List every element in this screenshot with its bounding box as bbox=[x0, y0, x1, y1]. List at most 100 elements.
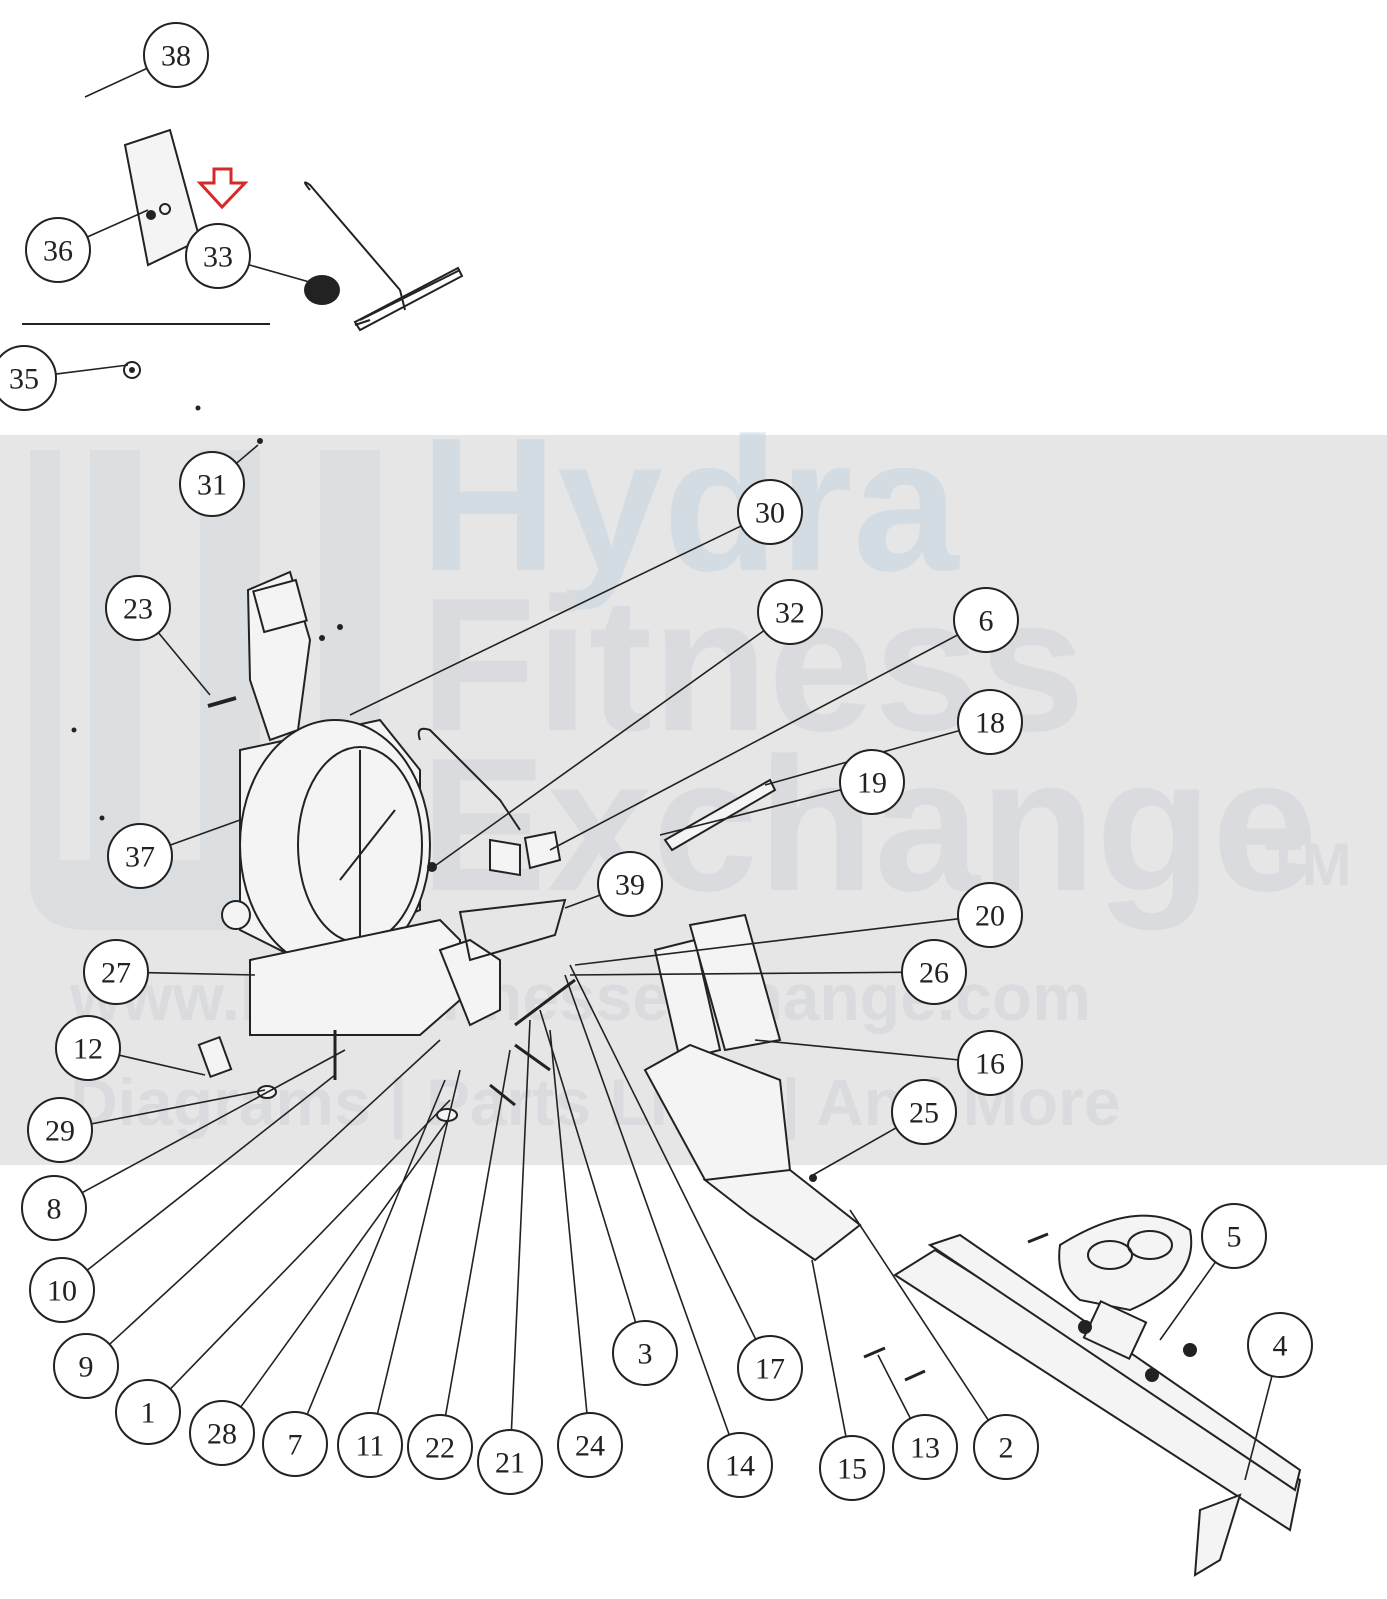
callout-circle bbox=[957, 882, 1023, 948]
callout-35: 35 bbox=[0, 345, 57, 411]
leader-line-29 bbox=[91, 1089, 266, 1125]
part-35-washer bbox=[123, 361, 141, 379]
callout-circle bbox=[901, 939, 967, 1005]
callout-number: 5 bbox=[1227, 1221, 1242, 1254]
leader-line-10 bbox=[86, 1074, 336, 1271]
callout-circle bbox=[891, 1079, 957, 1145]
callout-18: 18 bbox=[957, 689, 1023, 755]
callout-28: 28 bbox=[189, 1400, 255, 1466]
callout-circle bbox=[262, 1411, 328, 1477]
leader-line-21 bbox=[510, 1019, 531, 1431]
callout-circle bbox=[115, 1379, 181, 1445]
callout-number: 14 bbox=[725, 1450, 755, 1483]
leader-line-3 bbox=[539, 1009, 637, 1323]
callout-1: 1 bbox=[115, 1379, 181, 1445]
callout-circle bbox=[83, 939, 149, 1005]
part-36-hole bbox=[159, 203, 171, 215]
leader-line-6 bbox=[549, 634, 959, 851]
callout-15: 15 bbox=[819, 1435, 885, 1501]
part-13-bolt bbox=[863, 1346, 886, 1359]
dot bbox=[71, 727, 77, 733]
rail-leg bbox=[1193, 1493, 1242, 1577]
bolt bbox=[1027, 1232, 1049, 1244]
callout-circle bbox=[107, 823, 173, 889]
callout-number: 28 bbox=[207, 1418, 237, 1451]
callout-circle bbox=[737, 479, 803, 545]
callout-number: 7 bbox=[288, 1429, 303, 1462]
leader-line-7 bbox=[306, 1079, 446, 1415]
callout-number: 37 bbox=[125, 841, 155, 874]
callout-8: 8 bbox=[21, 1175, 87, 1241]
callout-33: 33 bbox=[185, 223, 251, 289]
callout-circle bbox=[953, 587, 1019, 653]
dot bbox=[99, 815, 105, 821]
pull-handle-cable bbox=[417, 727, 521, 831]
callout-number: 39 bbox=[615, 869, 645, 902]
flywheel-arm bbox=[339, 809, 396, 881]
callout-circle bbox=[1247, 1312, 1313, 1378]
callout-38: 38 bbox=[143, 22, 209, 88]
part-35-center bbox=[129, 367, 135, 373]
callout-circle bbox=[0, 345, 57, 411]
front-wheel bbox=[221, 900, 251, 930]
callout-circle bbox=[25, 217, 91, 283]
part-31-screw bbox=[257, 438, 263, 444]
leader-line-16 bbox=[754, 1039, 959, 1061]
part-14-axle bbox=[514, 978, 576, 1027]
leader-line-11 bbox=[376, 1069, 461, 1415]
callout-circle bbox=[185, 223, 251, 289]
bolt bbox=[319, 635, 325, 641]
callout-number: 2 bbox=[999, 1432, 1014, 1465]
leader-line-25 bbox=[812, 1127, 897, 1176]
callout-circle bbox=[957, 689, 1023, 755]
callout-39: 39 bbox=[597, 851, 663, 917]
callout-31: 31 bbox=[179, 451, 245, 517]
callout-number: 9 bbox=[79, 1351, 94, 1384]
dot bbox=[195, 405, 201, 411]
roller bbox=[1078, 1320, 1092, 1334]
leader-line-5 bbox=[1159, 1261, 1217, 1341]
leader-line-23 bbox=[157, 632, 211, 696]
callout-number: 25 bbox=[909, 1097, 939, 1130]
top-parts bbox=[22, 128, 464, 444]
callout-circle bbox=[105, 575, 171, 641]
callout-circle bbox=[143, 22, 209, 88]
leader-line-8 bbox=[81, 1049, 346, 1194]
callout-circle bbox=[1201, 1203, 1267, 1269]
callout-number: 17 bbox=[755, 1353, 785, 1386]
callout-number: 27 bbox=[101, 957, 131, 990]
callout-number: 30 bbox=[755, 497, 785, 530]
rail-connector bbox=[438, 938, 501, 1027]
roller bbox=[1145, 1368, 1159, 1382]
leader-line-27 bbox=[147, 971, 256, 976]
callout-19: 19 bbox=[839, 749, 905, 815]
footplate-left bbox=[653, 938, 722, 1062]
callout-30: 30 bbox=[737, 479, 803, 545]
callout-27: 27 bbox=[83, 939, 149, 1005]
part-36-screw bbox=[146, 210, 156, 220]
callout-number: 11 bbox=[356, 1430, 385, 1463]
callout-17: 17 bbox=[737, 1335, 803, 1401]
callout-circle bbox=[557, 1412, 623, 1478]
leader-line-13 bbox=[877, 1354, 912, 1419]
callout-number: 23 bbox=[123, 593, 153, 626]
part-19-rod bbox=[663, 778, 777, 852]
callout-25: 25 bbox=[891, 1079, 957, 1145]
callout-circle bbox=[957, 1030, 1023, 1096]
watermark-brand-line-1: Hydra bbox=[420, 399, 960, 611]
callout-circle bbox=[55, 1015, 121, 1081]
bolt bbox=[337, 624, 343, 630]
callout-circle bbox=[839, 749, 905, 815]
callout-4: 4 bbox=[1247, 1312, 1313, 1378]
callout-circle bbox=[53, 1333, 119, 1399]
part-33-pulley bbox=[304, 275, 340, 305]
leader-line-2 bbox=[849, 1209, 990, 1421]
watermark-trademark: TM bbox=[1265, 831, 1352, 898]
part-21-bolt bbox=[514, 1043, 551, 1072]
leader-line-38 bbox=[84, 67, 148, 98]
callout-number: 36 bbox=[43, 235, 73, 268]
callout-number: 21 bbox=[495, 1447, 525, 1480]
pulley-bracket bbox=[523, 830, 562, 870]
